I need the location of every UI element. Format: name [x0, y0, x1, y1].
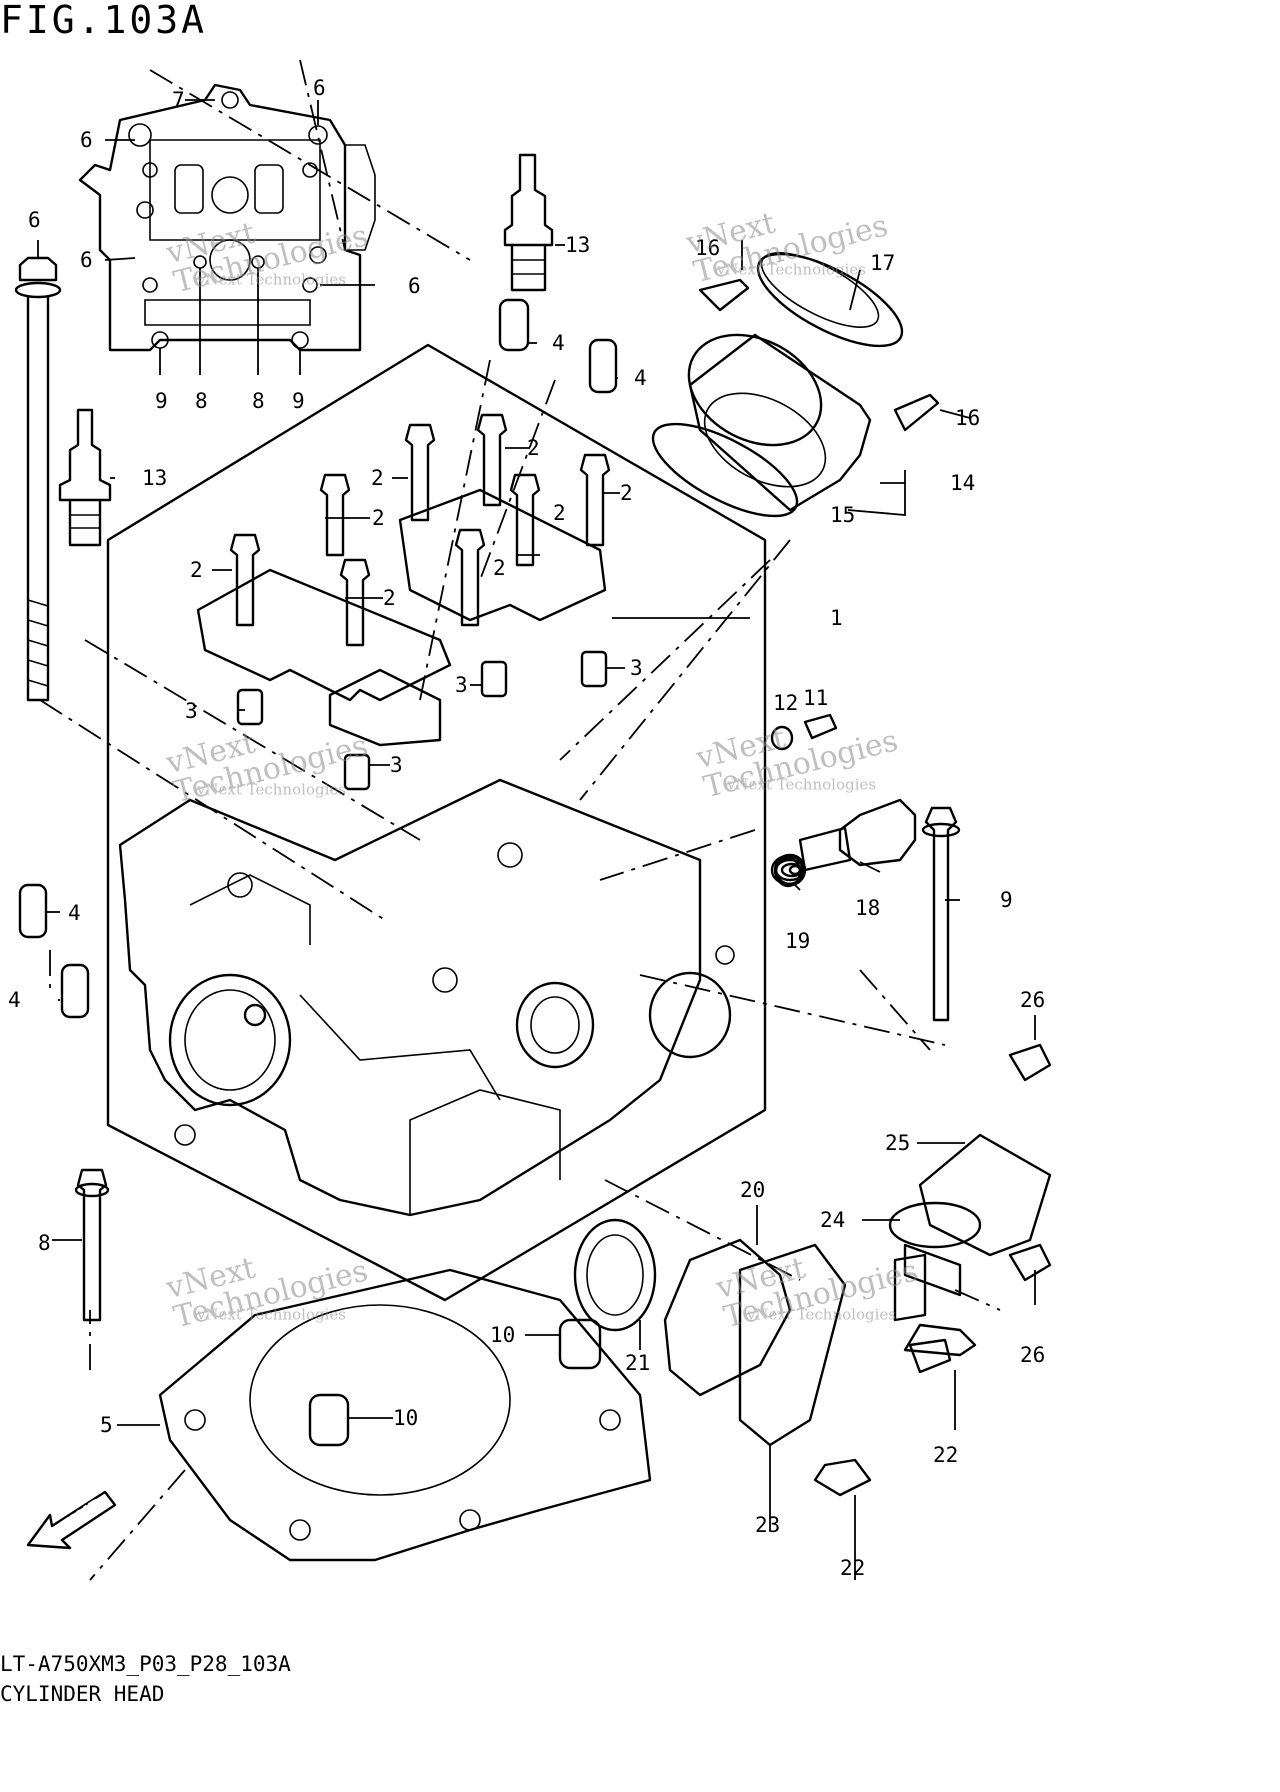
- callout-24: 24: [820, 1208, 845, 1232]
- callout-8a: 8: [195, 389, 208, 413]
- callout-19: 19: [785, 929, 810, 953]
- bolt-9: [921, 806, 961, 1022]
- callout-5: 5: [100, 1413, 113, 1437]
- dowel-guides-3: [236, 650, 608, 791]
- callout-4d: 4: [8, 988, 21, 1012]
- callout-6a: 6: [313, 76, 326, 100]
- plate-cap-assembly: [888, 1043, 1052, 1322]
- callout-8b: 8: [252, 389, 265, 413]
- callout-26b: 26: [1020, 1343, 1045, 1367]
- callouts: 7 6 6 6 6 6 9 8 8 9 13 13 4 4 4 4 2 2 2 …: [8, 76, 1045, 1580]
- section-name: CYLINDER HEAD: [0, 1682, 165, 1706]
- spark-plug-13-top: [503, 153, 554, 292]
- callout-8c: 8: [38, 1231, 51, 1255]
- callout-10b: 10: [393, 1406, 418, 1430]
- callout-13b: 13: [142, 466, 167, 490]
- callout-18: 18: [855, 896, 880, 920]
- callout-2f: 2: [190, 558, 203, 582]
- callout-22b: 22: [840, 1556, 865, 1580]
- callout-2g: 2: [383, 586, 396, 610]
- callout-2d: 2: [553, 501, 566, 525]
- callout-17: 17: [870, 251, 895, 275]
- callout-4a: 4: [552, 331, 565, 355]
- callout-6e: 6: [408, 274, 421, 298]
- callout-13a: 13: [565, 233, 590, 257]
- camshaft-holder: [196, 488, 607, 747]
- callout-20: 20: [740, 1178, 765, 1202]
- callout-2c: 2: [372, 506, 385, 530]
- callout-9c: 9: [1000, 888, 1013, 912]
- dowel-pins-4: [18, 298, 618, 1019]
- callout-3c: 3: [630, 656, 643, 680]
- callout-2b: 2: [371, 466, 384, 490]
- thermostat-assembly: [573, 1218, 977, 1497]
- cylinder-head-gasket-5: [158, 1268, 652, 1562]
- plug-11-12: [770, 713, 838, 751]
- cylinder-head-box: [106, 343, 767, 1302]
- temperature-sensor-assembly: [770, 798, 917, 888]
- figure-title: FIG.103A: [0, 0, 208, 42]
- callout-6d: 6: [80, 248, 93, 272]
- alignment-lines: [39, 59, 1001, 1581]
- callout-2h: 2: [493, 556, 506, 580]
- callout-2a: 2: [527, 436, 540, 460]
- leader-lines: [37, 99, 1036, 1580]
- callout-9b: 9: [292, 389, 305, 413]
- callout-21: 21: [625, 1351, 650, 1375]
- callout-16a: 16: [695, 236, 720, 260]
- callout-4b: 4: [634, 366, 647, 390]
- callout-25: 25: [885, 1131, 910, 1155]
- intake-pipe-assembly: [651, 252, 940, 518]
- callout-15: 15: [830, 503, 855, 527]
- callout-11: 11: [803, 686, 828, 710]
- callout-16b: 16: [955, 406, 980, 430]
- callout-12: 12: [773, 691, 798, 715]
- callout-10a: 10: [490, 1323, 515, 1347]
- bolt-8: [74, 1168, 110, 1322]
- callout-6b: 6: [80, 128, 93, 152]
- callout-3a: 3: [185, 699, 198, 723]
- callout-6c: 6: [28, 208, 41, 232]
- callout-9a: 9: [155, 389, 168, 413]
- callout-1: 1: [830, 606, 843, 630]
- callout-3b: 3: [455, 673, 468, 697]
- callout-26a: 26: [1020, 988, 1045, 1012]
- callout-3d: 3: [390, 753, 403, 777]
- model-code: LT-A750XM3_P03_P28_103A: [0, 1652, 291, 1676]
- cylinder-head-body: [118, 778, 735, 1217]
- spark-plug-13-left: [58, 408, 112, 547]
- stud-bolt-6: [14, 256, 62, 702]
- callout-23: 23: [755, 1513, 780, 1537]
- fwd-arrow: [26, 1490, 117, 1550]
- camshaft-holder-bolts-2: [229, 413, 611, 647]
- callout-14: 14: [950, 471, 975, 495]
- callout-22a: 22: [933, 1443, 958, 1467]
- callout-7: 7: [172, 88, 185, 112]
- cylinder-head-top-view: [78, 83, 376, 352]
- callout-4c: 4: [68, 901, 81, 925]
- fwd-label: FWD: [56, 1493, 110, 1539]
- callout-2e: 2: [620, 481, 633, 505]
